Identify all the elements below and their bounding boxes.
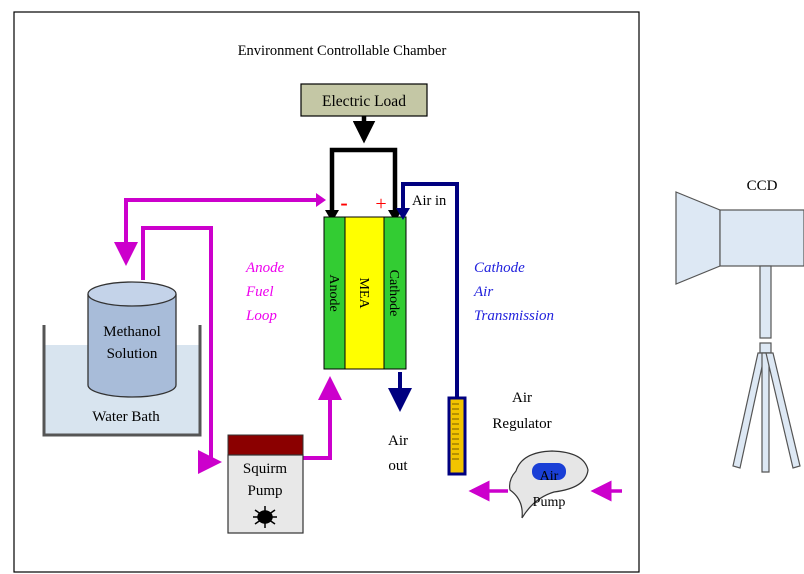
air-lines [388,182,459,412]
ccd-tripod [732,342,801,473]
pump-bug-icon [253,506,277,528]
anode-loop-line2: Fuel [245,284,274,300]
ccd-label: CCD [747,178,778,194]
regulator-scale [452,403,459,460]
chamber-title: Environment Controllable Chamber [238,43,447,59]
positive-terminal: + [375,193,386,215]
methanol-tank [87,281,177,398]
air-regulator-line2: Regulator [492,416,551,432]
air-pump [509,450,589,519]
tank-label-line2: Solution [107,346,158,362]
air-pump-line1: Air [540,469,559,484]
anode-loop-line1: Anode [245,260,285,276]
fuel-loop-lines [114,198,342,474]
cathode-air-line1: Cathode [474,260,525,276]
cathode-air-line2: Air [473,284,493,300]
air-regulator-line1: Air [512,390,532,406]
wire-arrow-left [325,210,339,222]
ccd-camera [675,191,804,339]
negative-terminal: - [340,190,347,215]
cathode-label: Cathode [386,270,401,317]
squirm-pump-line1: Squirm [243,461,288,477]
anode-loop-line3: Loop [245,308,277,324]
cathode-air-line3: Transmission [474,308,554,324]
tank-label-line1: Methanol [103,324,161,340]
air-out-line1: Air [388,433,408,449]
cathode-layer [383,216,407,370]
chamber-border [13,11,640,573]
anode-label: Anode [326,274,341,311]
air-out-line2: out [388,458,408,474]
water-bath-label: Water Bath [92,409,160,425]
air-regulator [447,396,467,476]
squirm-pump-line2: Pump [247,483,282,499]
air-pump-line2: Pump [533,495,566,510]
electric-load-label: Electric Load [322,93,406,110]
fuel-arrow-into-anode [316,193,326,207]
air-in-label: Air in [412,193,447,209]
wire-arrow-right [388,210,402,222]
load-wiring [329,116,398,215]
mea-layer [344,216,385,370]
air-in-arrow [396,208,410,220]
mea-label: MEA [356,277,371,309]
